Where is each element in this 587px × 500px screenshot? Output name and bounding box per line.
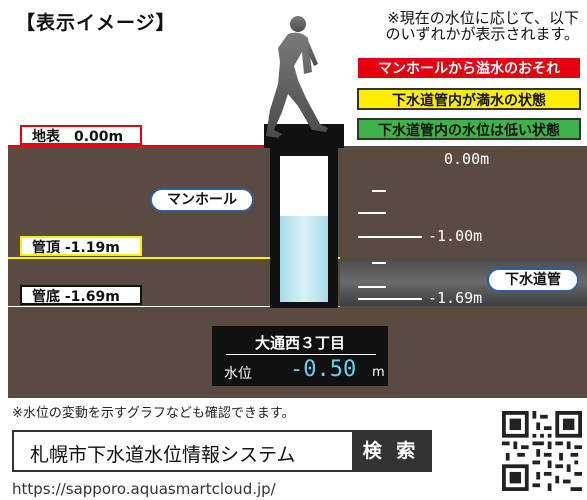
legend-full: 下水道管内が満水の状態 — [357, 88, 581, 110]
qr-code-icon[interactable] — [502, 406, 582, 496]
person-walking-icon — [266, 16, 328, 138]
pipe-top-line — [8, 257, 340, 259]
display-note-line1: ※現在の水位に応じて、以下 — [387, 9, 579, 27]
scale-tick — [358, 286, 386, 288]
surface-label: 地表 0.00m — [20, 125, 142, 145]
pipe-bottom-label: 管底 -1.69m — [20, 285, 142, 305]
legend-overflow: マンホールから溢水のおそれ — [357, 57, 581, 79]
scale-tick — [358, 236, 422, 238]
footnote: ※水位の変動を示すグラフなども確認できます。 — [12, 406, 295, 421]
pipe-bottom-line — [8, 306, 340, 307]
scale-label-1: -1.00m — [428, 227, 483, 245]
scale-label-0: 0.00m — [444, 150, 490, 168]
manhole-label: マンホール — [150, 188, 254, 212]
water-level-value: -0.50 — [290, 357, 357, 382]
scale-tick — [372, 262, 386, 264]
page-title: 【表示イメージ】 — [16, 12, 176, 34]
sewer-label: 下水道管 — [487, 268, 579, 292]
station-panel: 大通西３丁目 水位 -0.50 m — [212, 326, 388, 386]
legend-low: 下水道管内の水位は低い状態 — [357, 118, 581, 140]
panel-divider — [226, 354, 376, 355]
search-text: 札幌市下水道水位情報システム — [30, 444, 296, 466]
scale-label-2: -1.69m — [428, 289, 483, 307]
pipe-top-label: 管頂 -1.19m — [20, 236, 142, 256]
display-note: ※現在の水位に応じて、以下 のいずれかが表示されます。 — [309, 10, 579, 42]
search-button[interactable]: 検 索 — [352, 432, 430, 470]
station-name: 大通西３丁目 — [254, 334, 345, 352]
water-level-unit: m — [372, 365, 385, 380]
scale-tick — [358, 212, 386, 214]
water-level-label: 水位 — [224, 366, 252, 382]
manhole-water — [280, 216, 328, 302]
search-box[interactable]: 札幌市下水道水位情報システム 検 索 — [12, 430, 432, 472]
scale-tick — [358, 298, 422, 300]
surface-line — [8, 145, 341, 147]
display-note-line2: のいずれかが表示されます。 — [385, 25, 579, 43]
scale-tick — [372, 190, 386, 192]
site-url[interactable]: https://sapporo.aquasmartcloud.jp/ — [12, 480, 276, 498]
